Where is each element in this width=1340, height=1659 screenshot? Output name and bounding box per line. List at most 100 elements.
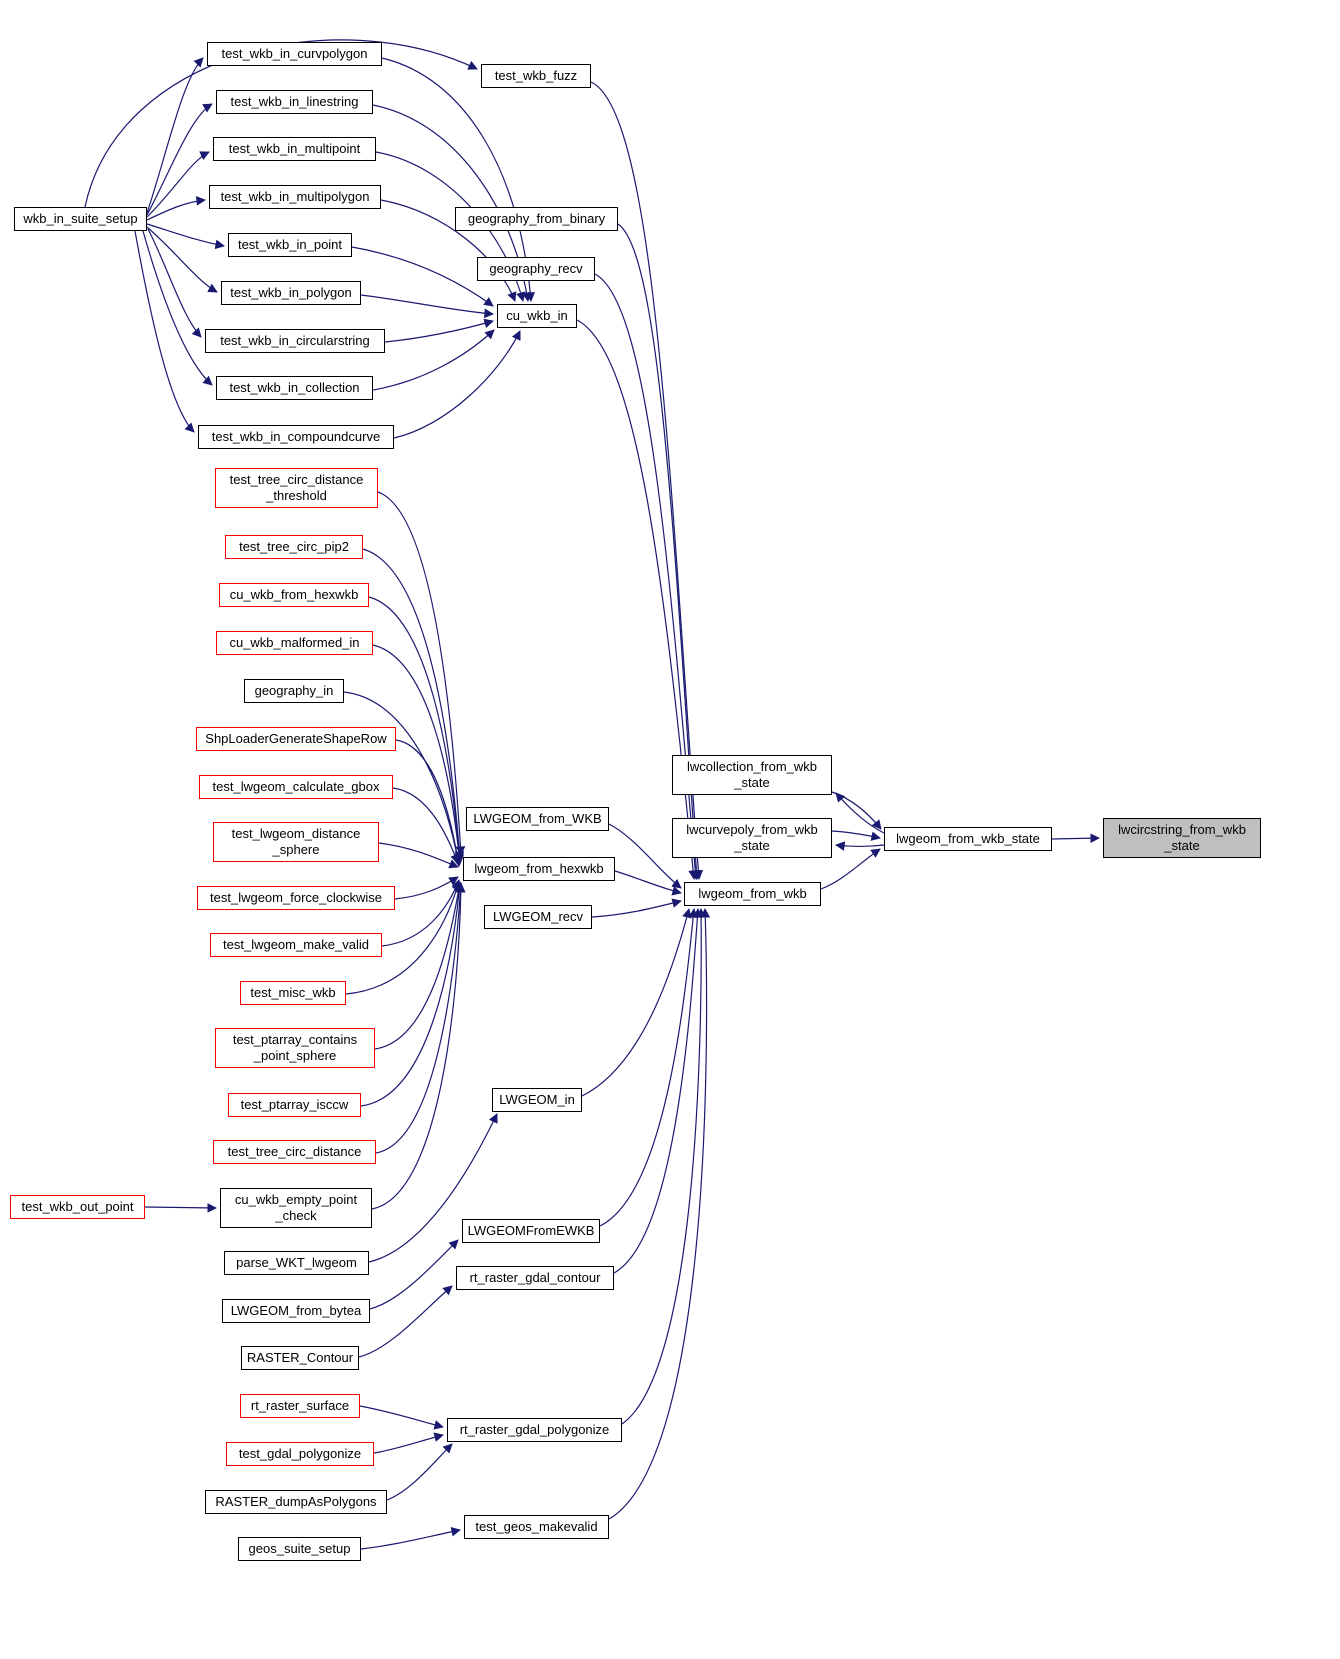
node-cu-wkb-from-hexwkb[interactable]: cu_wkb_from_hexwkb — [219, 583, 369, 607]
node-rt-raster-surface[interactable]: rt_raster_surface — [240, 1394, 360, 1418]
node-rt-raster-gdal-contour[interactable]: rt_raster_gdal_contour — [456, 1266, 614, 1290]
node-test-tree-circ-distance-threshold[interactable]: test_tree_circ_distance _threshold — [215, 468, 378, 508]
node-cu-wkb-in[interactable]: cu_wkb_in — [497, 304, 577, 328]
node-lwcurvepoly-from-wkb-state[interactable]: lwcurvepoly_from_wkb _state — [672, 818, 832, 858]
node-test-ptarray-isccw[interactable]: test_ptarray_isccw — [228, 1093, 361, 1117]
node-lwgeom-from-wkb[interactable]: lwgeom_from_wkb — [684, 882, 821, 906]
edge-arrow — [576, 319, 698, 880]
edge-arrow — [386, 1443, 453, 1501]
edge-arrow — [375, 882, 466, 1154]
edge-arrow — [134, 230, 195, 433]
node-test-lwgeom-force-clockwise[interactable]: test_lwgeom_force_clockwise — [197, 886, 395, 910]
node-test-wkb-out-point[interactable]: test_wkb_out_point — [10, 1195, 145, 1219]
node-test-wkb-in-multipoint[interactable]: test_wkb_in_multipoint — [213, 137, 376, 161]
node-test-wkb-in-polygon[interactable]: test_wkb_in_polygon — [221, 281, 361, 305]
edge-arrow — [395, 739, 463, 867]
node-cu-wkb-malformed-in[interactable]: cu_wkb_malformed_in — [216, 631, 373, 655]
node-test-wkb-in-curvpolygon[interactable]: test_wkb_in_curvpolygon — [207, 42, 382, 66]
edge-arrow — [594, 273, 701, 880]
edge-arrow — [820, 848, 881, 890]
node-lwgeom-from-wkb-state[interactable]: lwgeom_from_wkb_state — [884, 827, 1052, 851]
edge-arrow — [362, 548, 465, 861]
node-test-wkb-in-point[interactable]: test_wkb_in_point — [228, 233, 352, 257]
edge-arrow — [614, 870, 682, 896]
node-test-geos-makevalid[interactable]: test_geos_makevalid — [464, 1515, 609, 1539]
edge-arrow — [608, 823, 682, 889]
edge-arrow — [378, 842, 459, 869]
node-test-wkb-in-circularstring[interactable]: test_wkb_in_circularstring — [205, 329, 385, 353]
edge-arrow — [144, 1203, 217, 1213]
node-test-gdal-polygonize[interactable]: test_gdal_polygonize — [226, 1442, 374, 1466]
edge-arrow — [381, 57, 536, 302]
node-test-wkb-in-compoundcurve[interactable]: test_wkb_in_compoundcurve — [198, 425, 394, 449]
edge-arrow — [142, 230, 213, 386]
edge-arrow — [374, 881, 464, 1050]
edge-arrow — [590, 81, 704, 880]
edge-arrow — [392, 787, 460, 864]
node-test-wkb-in-linestring[interactable]: test_wkb_in_linestring — [216, 90, 373, 114]
edge-arrow — [835, 792, 885, 834]
node-test-wkb-in-collection[interactable]: test_wkb_in_collection — [216, 376, 373, 400]
node-test-tree-circ-pip2[interactable]: test_tree_circ_pip2 — [225, 535, 363, 559]
edge-arrow — [617, 223, 702, 880]
node-test-wkb-in-multipolygon[interactable]: test_wkb_in_multipolygon — [209, 185, 381, 209]
edge-arrow — [373, 1432, 444, 1454]
node-test-wkb-fuzz[interactable]: test_wkb_fuzz — [481, 64, 591, 88]
node-geography-recv[interactable]: geography_recv — [477, 257, 595, 281]
edge-arrow — [372, 644, 464, 865]
edge-arrow — [358, 1285, 453, 1358]
edge-arrow — [835, 841, 885, 851]
edge-arrow — [377, 491, 466, 856]
node-test-ptarray-contains-point-sphere[interactable]: test_ptarray_contains _point_sphere — [215, 1028, 375, 1068]
node-test-lwgeom-distance-sphere[interactable]: test_lwgeom_distance _sphere — [213, 822, 379, 862]
edge-arrow — [393, 330, 521, 439]
edge-arrow — [384, 318, 494, 343]
edge-arrow — [360, 294, 494, 319]
edge-arrow — [146, 226, 218, 293]
node-test-tree-circ-distance[interactable]: test_tree_circ_distance — [213, 1140, 376, 1164]
node-raster-contour[interactable]: RASTER_Contour — [241, 1346, 359, 1370]
node-lwgeom-from-hexwkb[interactable]: lwgeom_from_hexwkb — [463, 857, 615, 881]
node-lwcircstring-from-wkb-state: lwcircstring_from_wkb _state — [1103, 818, 1261, 858]
edge-arrow — [591, 898, 682, 918]
edge-arrow — [1051, 833, 1100, 843]
edge-arrow — [599, 908, 698, 1227]
edge-arrow — [146, 196, 206, 221]
node-lwgeom-from-bytea[interactable]: LWGEOM_from_bytea — [222, 1299, 370, 1323]
node-geography-from-binary[interactable]: geography_from_binary — [455, 207, 618, 231]
edge-arrow — [368, 596, 465, 863]
edge-arrow — [345, 880, 462, 995]
node-test-lwgeom-calculate-gbox[interactable]: test_lwgeom_calculate_gbox — [199, 775, 393, 799]
node-lwcollection-from-wkb-state[interactable]: lwcollection_from_wkb _state — [672, 755, 832, 795]
node-wkb-in-suite-setup[interactable]: wkb_in_suite_setup — [14, 207, 147, 231]
edge-arrow — [146, 223, 225, 250]
node-lwgeom-recv[interactable]: LWGEOM_recv — [484, 905, 592, 929]
edge-arrow — [146, 103, 213, 216]
edge-arrow — [371, 883, 466, 1210]
edge-arrow — [360, 882, 464, 1107]
edge-arrow — [359, 1405, 444, 1430]
edge-arrow — [368, 1113, 498, 1263]
node-test-lwgeom-make-valid[interactable]: test_lwgeom_make_valid — [210, 933, 382, 957]
node-parse-wkt-lwgeom[interactable]: parse_WKT_lwgeom — [224, 1251, 369, 1275]
edge-arrow — [147, 228, 202, 338]
edge-arrow — [360, 1527, 461, 1550]
edge-arrow — [581, 908, 692, 1097]
edge-arrow — [146, 57, 204, 214]
node-lwgeom-from-wkb-caps[interactable]: LWGEOM_from_WKB — [466, 807, 609, 831]
edge-arrow — [369, 1239, 459, 1310]
node-test-misc-wkb[interactable]: test_misc_wkb — [240, 981, 346, 1005]
node-lwgeom-in[interactable]: LWGEOM_in — [492, 1088, 582, 1112]
node-rt-raster-gdal-polygonize[interactable]: rt_raster_gdal_polygonize — [447, 1418, 622, 1442]
node-geos-suite-setup[interactable]: geos_suite_setup — [238, 1537, 361, 1561]
node-cu-wkb-empty-point-check[interactable]: cu_wkb_empty_point _check — [220, 1188, 372, 1228]
node-geography-in[interactable]: geography_in — [244, 679, 344, 703]
edge-arrow — [380, 199, 517, 302]
edge-arrow — [613, 908, 703, 1274]
node-lwgeom-from-ewkb[interactable]: LWGEOMFromEWKB — [462, 1219, 600, 1243]
node-shploader-generate-shape-row[interactable]: ShpLoaderGenerateShapeRow — [196, 727, 396, 751]
node-raster-dump-as-polygons[interactable]: RASTER_dumpAsPolygons — [205, 1490, 387, 1514]
edge-arrow — [621, 908, 706, 1425]
edge-arrow — [351, 246, 494, 307]
